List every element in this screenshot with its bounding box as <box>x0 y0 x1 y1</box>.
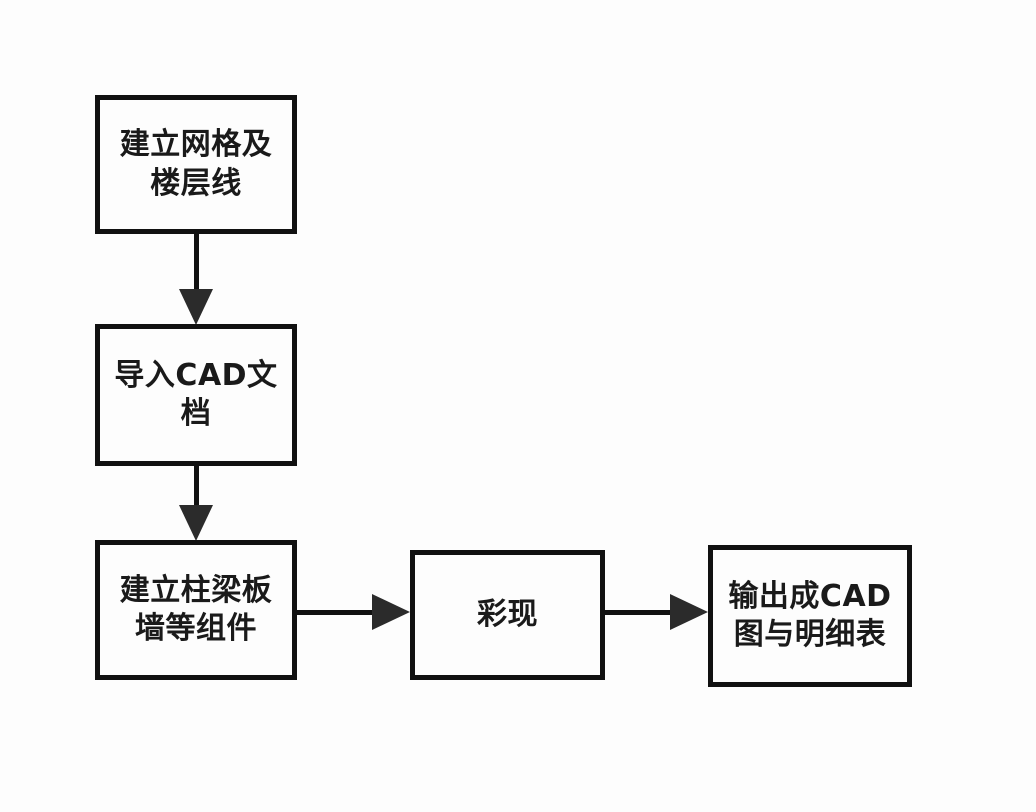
node-label-render: 彩现 <box>477 596 538 632</box>
node-label-import-cad: 导入CAD文 档 <box>114 357 278 431</box>
arrow-down-icon <box>179 505 213 541</box>
connector-line-horizontal <box>605 610 690 615</box>
arrow-right-icon <box>372 594 410 630</box>
flowchart-node-import-cad[interactable]: 导入CAD文 档 <box>95 324 297 466</box>
node-label-export: 输出成CAD 图与明细表 <box>728 578 892 652</box>
flowchart-node-render[interactable]: 彩现 <box>410 550 605 680</box>
flowchart-node-build-components[interactable]: 建立柱梁板 墙等组件 <box>95 540 297 680</box>
connector-line-horizontal <box>297 610 382 615</box>
connector-line-vertical <box>194 234 199 296</box>
flowchart-node-export[interactable]: 输出成CAD 图与明细表 <box>708 545 912 687</box>
node-label-grid-floor: 建立网格及 楼层线 <box>119 127 273 201</box>
arrow-down-icon <box>179 289 213 325</box>
flowchart-node-grid-floor[interactable]: 建立网格及 楼层线 <box>95 95 297 234</box>
node-label-build-components: 建立柱梁板 墙等组件 <box>119 572 273 646</box>
arrow-right-icon <box>670 594 708 630</box>
connector-line-vertical <box>194 466 199 528</box>
